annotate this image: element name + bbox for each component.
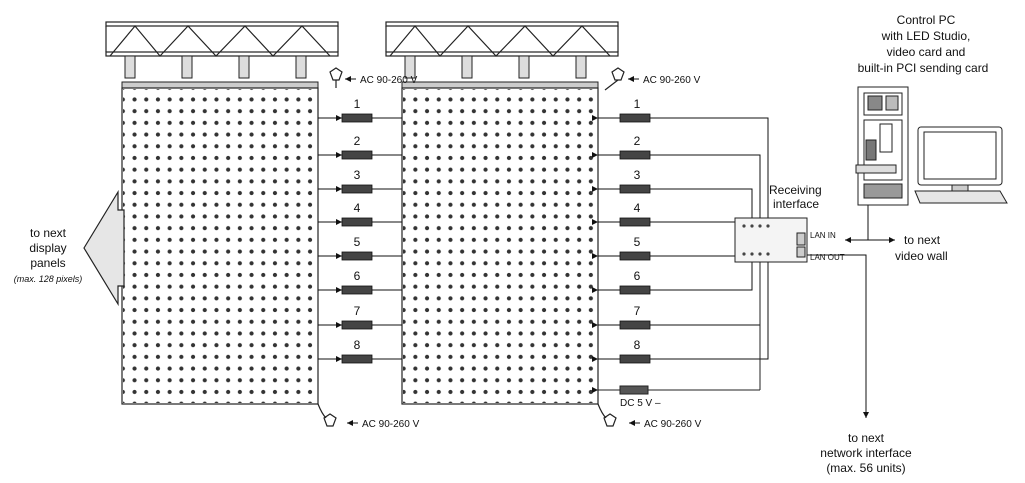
power-arrows (345, 76, 640, 426)
channel-6-feed-wire (650, 254, 753, 291)
next-display-line-2: display (29, 241, 66, 255)
channel-2-feed-wire (650, 154, 761, 226)
channel-5-feed-wire (650, 254, 745, 257)
channel-4-feed-wire (650, 221, 745, 226)
channel-4-connector-left (341, 217, 373, 227)
next-display-line-1: to next (30, 226, 67, 240)
led-panel-right (401, 81, 599, 405)
led-panel-left (121, 81, 319, 405)
receiving-interface-label-2: interface (773, 197, 819, 211)
channel-7-label-left: 7 (354, 304, 361, 318)
channel-3-label-left: 3 (354, 168, 361, 182)
channel-1-label-left: 1 (354, 97, 361, 111)
next-network-line-1: to next (848, 431, 885, 445)
control-pc-line-2: with LED Studio, (881, 29, 971, 43)
channel-5-label-left: 5 (354, 235, 361, 249)
channel-7-connector-right (619, 320, 651, 330)
control-pc-line-1: Control PC (897, 13, 956, 27)
channel-6-label-right: 6 (634, 269, 641, 283)
channel-2-connector-right (619, 150, 651, 160)
truss-clamps (124, 55, 587, 79)
channel-6-connector-right (619, 285, 651, 295)
truss-right (385, 21, 619, 57)
channel-3-connector-left (341, 184, 373, 194)
dc-label: DC 5 V – (620, 398, 661, 409)
next-display-line-3: panels (30, 256, 65, 270)
channel-8-connector-right (619, 354, 651, 364)
channel-7-connector-left (341, 320, 373, 330)
control-pc-line-4: built-in PCI sending card (858, 61, 989, 75)
channel-4-label-right: 4 (634, 201, 641, 215)
channel-3-feed-wire (650, 188, 753, 226)
channel-2-label-right: 2 (634, 134, 641, 148)
channel-2-label-left: 2 (354, 134, 361, 148)
channel-5-connector-left (341, 251, 373, 261)
power-plug-icons (317, 67, 625, 427)
dc-connector (592, 262, 761, 395)
receiving-interface-ports (742, 224, 770, 256)
lan-wiring (807, 195, 895, 418)
arrow-to-next-display-icon (83, 189, 125, 307)
ac-label-bottom-left: AC 90-260 V (362, 419, 420, 430)
channel-8-feed-wire (650, 254, 769, 360)
channel-1-connector-right (619, 113, 651, 123)
lan-out-label: LAN OUT (810, 253, 845, 262)
channel-3-connector-right (619, 184, 651, 194)
channel-5-label-right: 5 (634, 235, 641, 249)
next-display-note: (max. 128 pixels) (14, 274, 83, 284)
channel-4-label-left: 4 (354, 201, 361, 215)
channel-7-label-right: 7 (634, 304, 641, 318)
channel-6-connector-left (341, 285, 373, 295)
channel-1-feed-wire (650, 117, 769, 226)
next-network-line-3: (max. 56 units) (826, 461, 905, 475)
pc-tower-icon (855, 86, 909, 206)
channel-6-label-left: 6 (354, 269, 361, 283)
channel-1-label-right: 1 (634, 97, 641, 111)
channel-1-connector-left (341, 113, 373, 123)
channel-5-connector-right (619, 251, 651, 261)
receiving-interface-box (734, 217, 808, 263)
ac-label-bottom-right: AC 90-260 V (644, 419, 702, 430)
truss-left (105, 21, 339, 57)
lan-in-label: LAN IN (810, 231, 836, 240)
keyboard-icon (914, 190, 1008, 204)
ac-label-top-right: AC 90-260 V (643, 75, 701, 86)
receiving-interface-label-1: Receiving (769, 183, 822, 197)
channel-8-connector-left (341, 354, 373, 364)
next-video-wall-line-1: to next (904, 233, 941, 247)
ac-label-top-left: AC 90-260 V (360, 75, 418, 86)
channel-4-connector-right (619, 217, 651, 227)
next-network-line-2: network interface (820, 446, 912, 460)
next-video-wall-line-2: video wall (895, 249, 948, 263)
channel-8-label-right: 8 (634, 338, 641, 352)
control-pc-line-3: video card and (887, 45, 966, 59)
channel-8-label-left: 8 (354, 338, 361, 352)
channel-2-connector-left (341, 150, 373, 160)
channel-3-label-right: 3 (634, 168, 641, 182)
monitor-icon (917, 126, 1003, 192)
